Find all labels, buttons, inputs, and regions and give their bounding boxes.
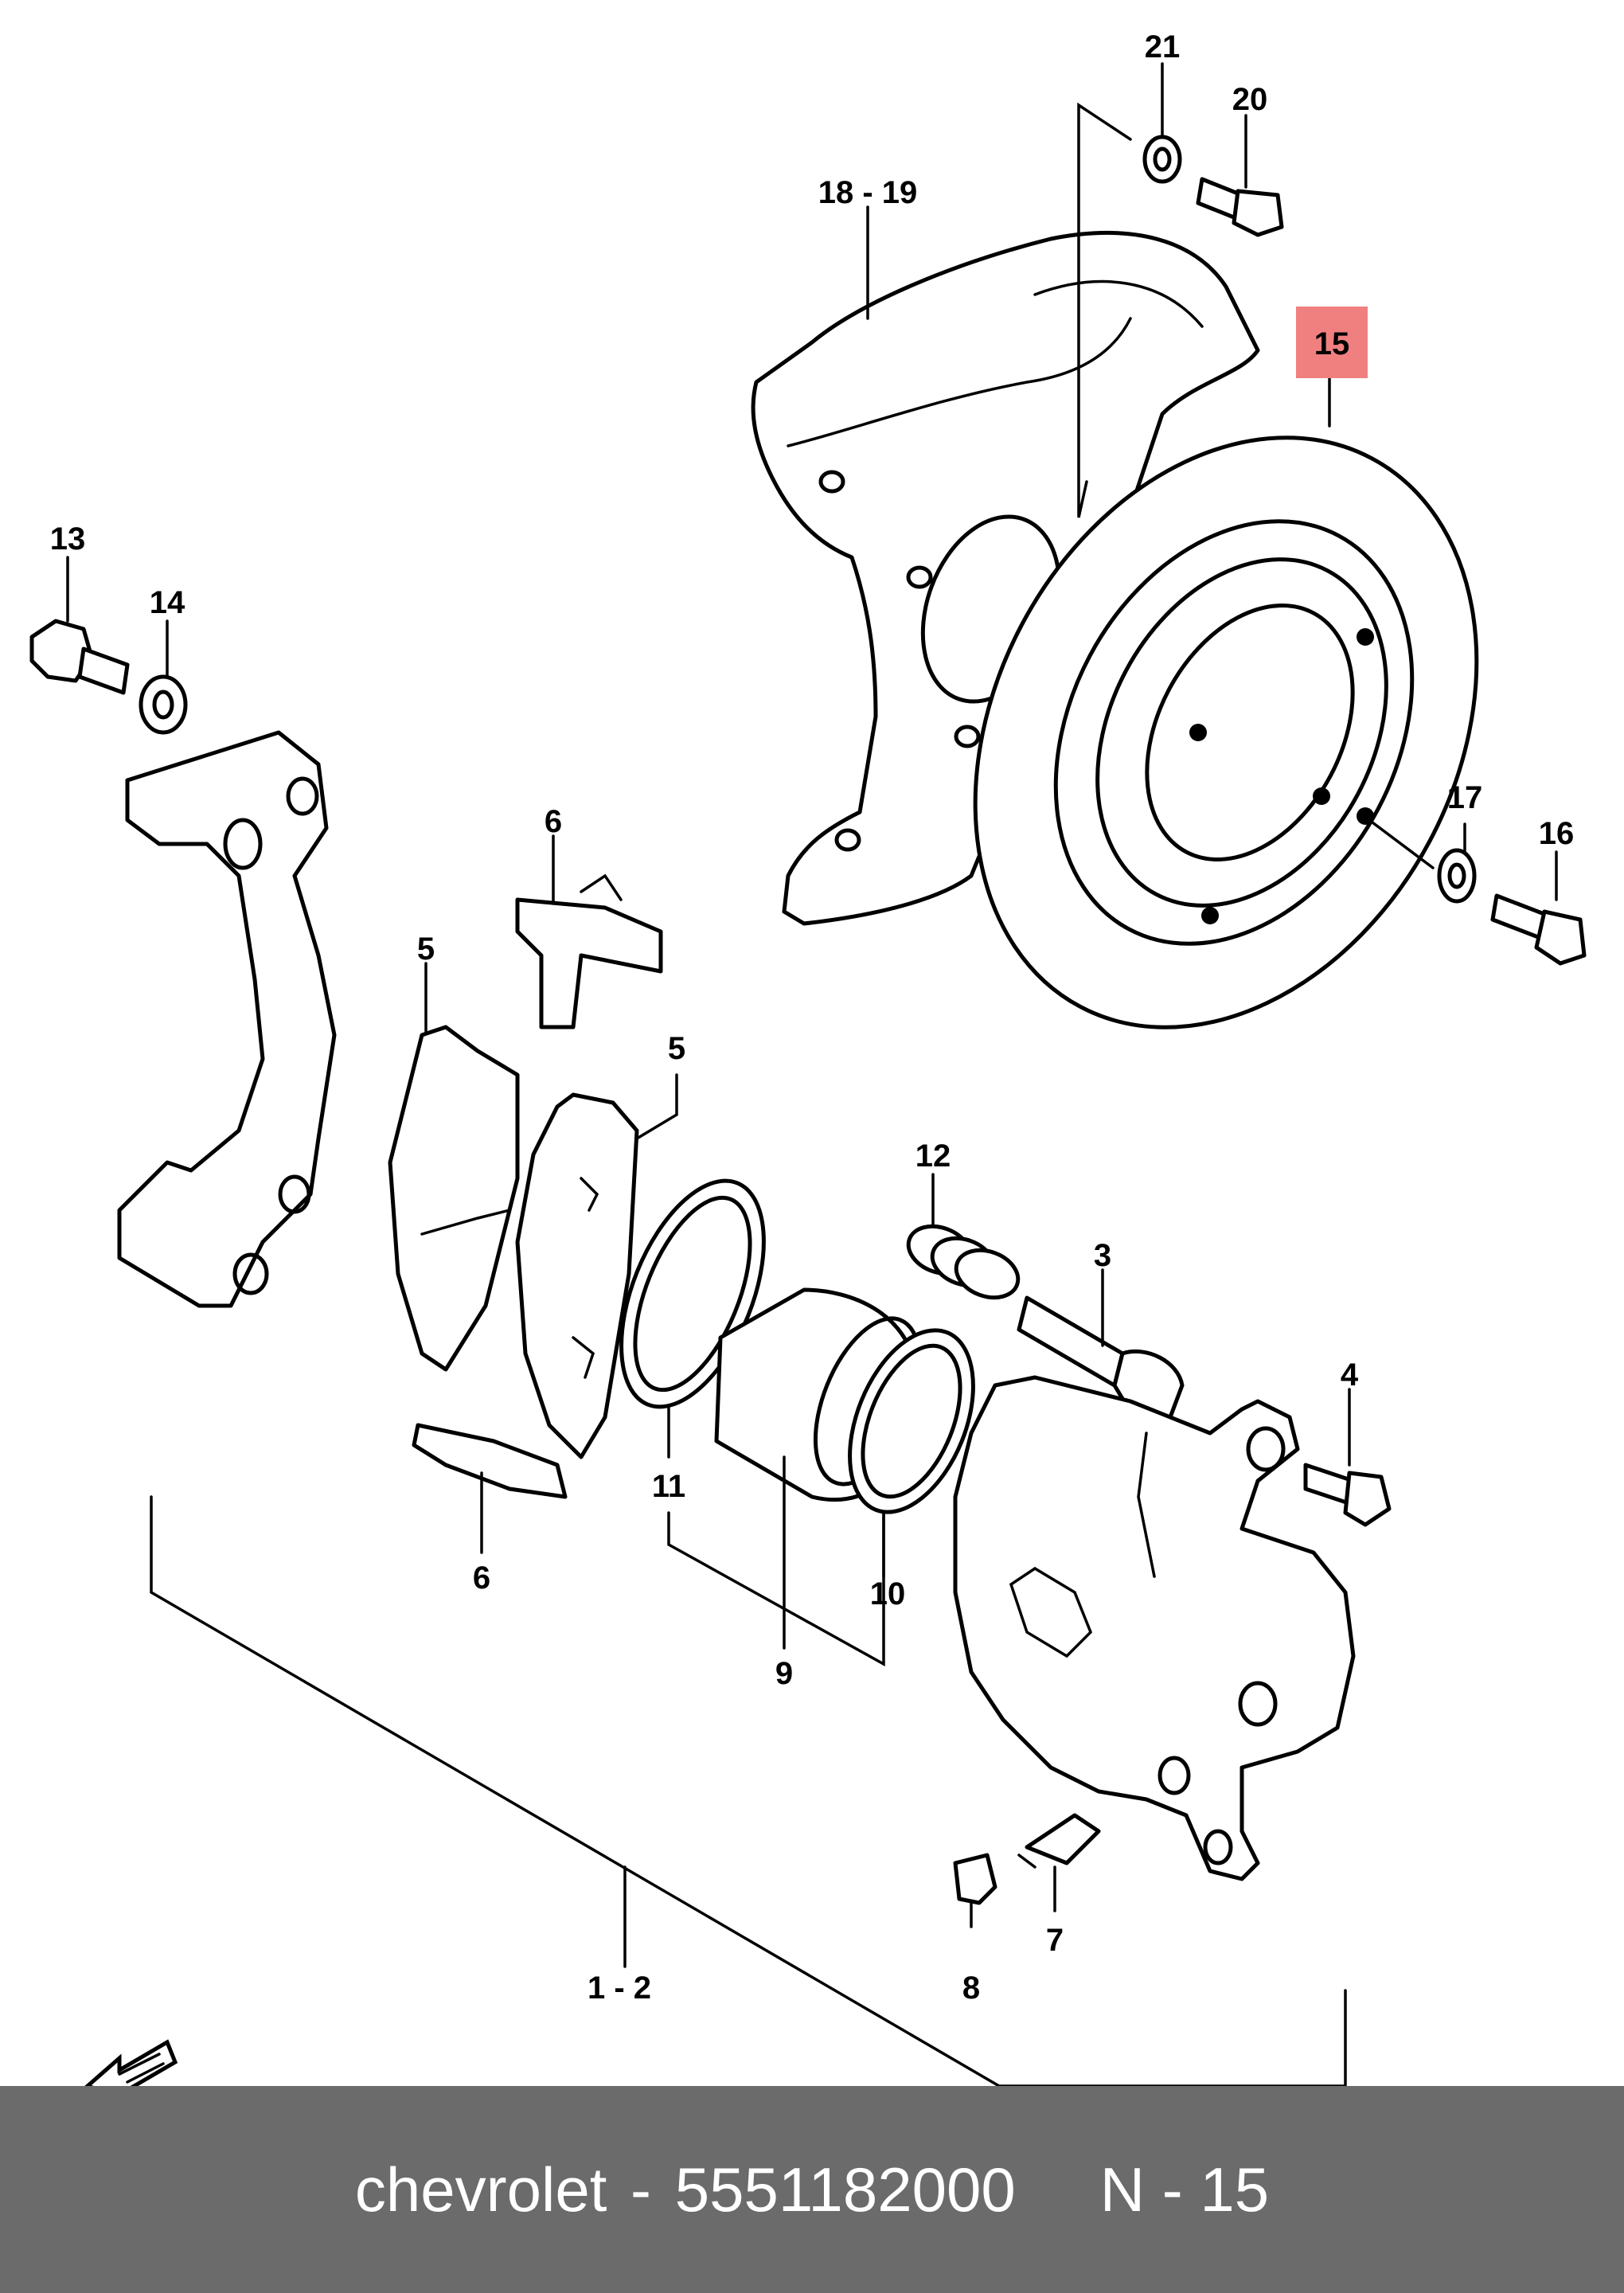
callout-3: 3: [1094, 1238, 1111, 1273]
callout-13: 13: [50, 521, 86, 557]
callout-6-top: 6: [545, 804, 562, 839]
callout-12: 12: [915, 1139, 951, 1174]
callout-4: 4: [1341, 1357, 1359, 1393]
callout-9: 9: [775, 1656, 793, 1691]
caliper-bracket-drawing: [117, 730, 337, 1308]
brake-pads-drawing: [388, 1025, 639, 1459]
callout-8: 8: [962, 1971, 980, 2006]
bleeder-screw-drawing: [1017, 1813, 1101, 1869]
pad-shim-drawing: [412, 1423, 568, 1499]
callout-17: 17: [1447, 780, 1483, 815]
callout-11: 11: [652, 1469, 685, 1504]
direction-arrow-icon: [84, 2039, 178, 2086]
callout-18-19: 18 - 19: [818, 175, 918, 210]
footer-separator: -: [613, 2154, 669, 2225]
dust-shield-drawing: [751, 231, 1260, 926]
callout-5-left: 5: [417, 932, 435, 967]
brake-assembly-diagram: 21 20 18 - 19 15 13 14 17 16 6 5 5 12 3 …: [29, 29, 1587, 2086]
callout-14: 14: [150, 585, 185, 620]
footer-ref-label: N - 15: [1099, 2154, 1270, 2225]
highlight-box: [1296, 307, 1368, 378]
callout-20: 20: [1232, 82, 1268, 117]
caliper-bolt-drawing: [1303, 1463, 1392, 1527]
hardware-drawings: [29, 135, 1587, 966]
callout-21: 21: [1145, 29, 1181, 64]
footer-caption: chevrolet - 5551182000 N - 15: [0, 2086, 1624, 2293]
footer-part-number: 5551182000: [674, 2154, 1016, 2225]
spring-drawing: [906, 1224, 1021, 1300]
callout-7: 7: [1046, 1923, 1064, 1958]
callout-15: 15: [1314, 326, 1350, 361]
callout-1-2: 1 - 2: [588, 1971, 651, 2006]
caliper-body-drawing: [953, 1375, 1356, 1881]
bleeder-cap-drawing: [953, 1853, 997, 1905]
callout-10: 10: [870, 1576, 906, 1611]
callout-6-bottom: 6: [473, 1561, 490, 1596]
piston-and-seals-drawing: [619, 1178, 975, 1514]
leader-lines: [66, 62, 1558, 2086]
callout-labels: 21 20 18 - 19 15 13 14 17 16 6 5 5 12 3 …: [50, 29, 1575, 2006]
callout-16: 16: [1539, 816, 1575, 851]
anti-rattle-spring-drawing: [515, 873, 663, 1029]
footer-brand: chevrolet: [354, 2154, 607, 2225]
callout-5-right: 5: [668, 1031, 685, 1066]
